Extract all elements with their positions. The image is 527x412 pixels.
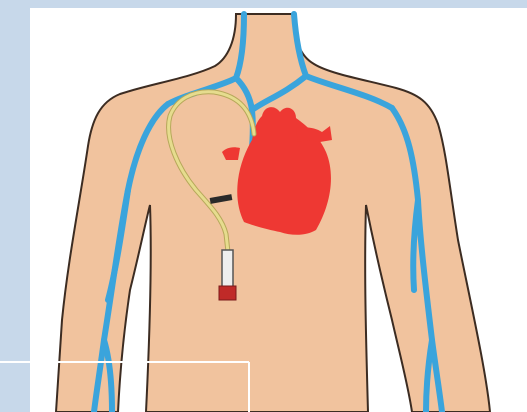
catheter-hub <box>219 250 236 300</box>
